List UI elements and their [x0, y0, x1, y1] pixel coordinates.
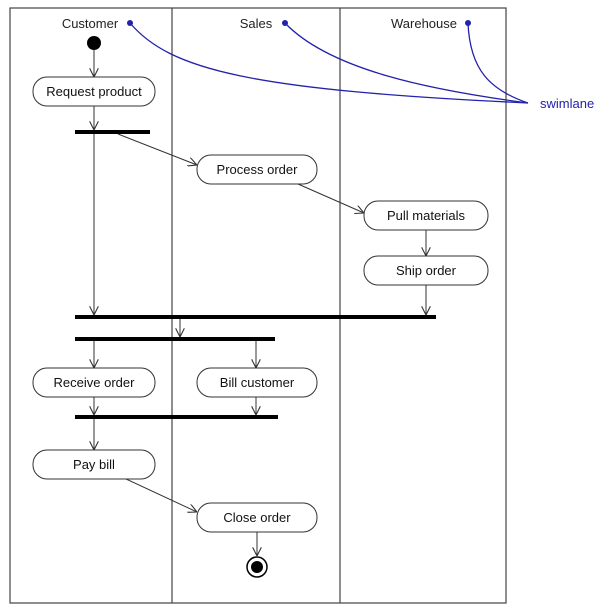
swimlane-frame [9, 7, 507, 604]
activity-bill-customer [196, 367, 318, 398]
activity-process-order [196, 154, 318, 185]
activity-label-pay-bill: Pay bill [73, 457, 115, 472]
initial-node [87, 36, 101, 50]
annotation-swimlane: swimlane [540, 96, 594, 111]
activity-label-pull-materials: Pull materials [387, 208, 466, 223]
activity-label-receive-order: Receive order [54, 375, 136, 390]
activity-label-request-product: Request product [46, 84, 142, 99]
lane-label-customer: Customer [62, 16, 119, 31]
flow-fork-process [117, 133, 197, 165]
annotation-curve-warehouse [467, 22, 529, 104]
activity-label-ship-order: Ship order [396, 263, 457, 278]
activity-pay-bill [32, 449, 156, 480]
annotation-curve-customer [129, 22, 529, 104]
annotation-curve-sales [284, 22, 529, 104]
activity-label-bill-customer: Bill customer [220, 375, 295, 390]
final-node-center [251, 561, 263, 573]
flow-pay-close [125, 478, 197, 512]
activity-label-process-order: Process order [217, 162, 299, 177]
activity-label-close-order: Close order [223, 510, 291, 525]
lane-label-sales: Sales [240, 16, 273, 31]
lane-label-warehouse: Warehouse [391, 16, 457, 31]
flow-process-pull [297, 183, 364, 213]
